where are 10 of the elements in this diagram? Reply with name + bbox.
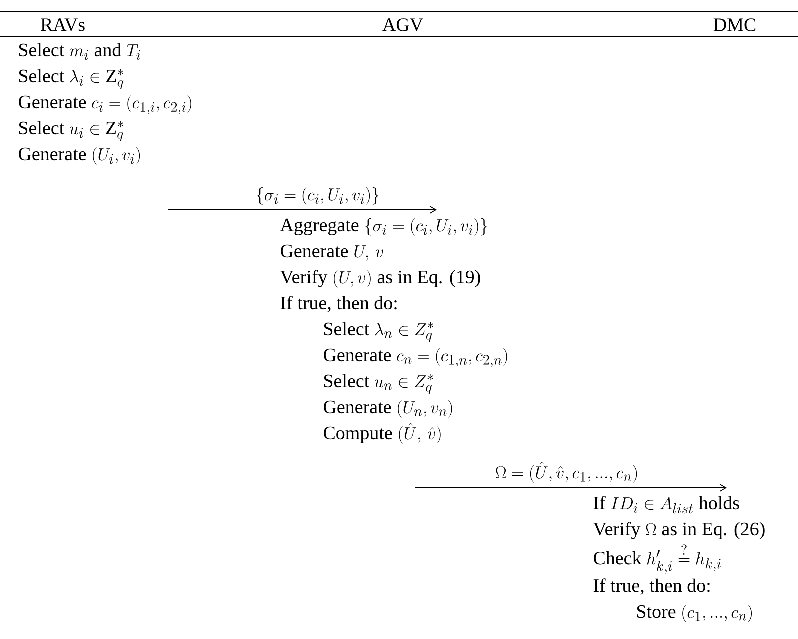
arrow	[414, 484, 727, 492]
column-header: RAVs	[41, 18, 85, 32]
column-header: DMC	[714, 18, 756, 32]
edge-label: $\Omega = (\hat{U}, \hat{v}, c_1, ..., c_n)$	[494, 461, 640, 484]
step-list: $\text{Select } m_i \text{ and } T_i$ $\text{Select } \lambda_i \in \mathrm{Z}_q^*$ $\text{Generate } c_i = (c_{1,i}, c_{2,i})$ $\text{Select } u_i \in \mathrm{Z}_q^*$ $\text{Generate } (U_i, v_i)$	[19, 43, 192, 165]
step-list: $\text{If } ID_i \in A_{list} \text{ holds}$ $\text{Verify } \Omega \text{ as in Eq. (26)}$ $\text{Check } h'_{k,i} \stackrel{?}{=} h_{k,i}$ $\text{If true, then do:}$ $\text{Store } (c_1, ..., c_n)$	[593, 496, 765, 622]
step-list: $\text{Aggregate } \{\sigma_i = (c_i, U_i, v_i)\}$ $\text{Generate } U,\, v$ $\text{Verify } (U, v) \text{ as in Eq. (19)}$ $\text{If true, then do:}$ $\text{Select } \lambda_n \in Z_q^*$ $\text{Generate } c_n = (c_{1,n}, c_{2,n})$ $\text{Select } u_n \in Z_q^*$ $\text{Generate } (U_n, v_n)$ $\text{Compute } (\hat{U},\, \hat{v})$	[280, 218, 508, 444]
arrow	[168, 206, 437, 214]
edge-label: $\{\sigma_i = (c_i, U_i, v_i)\}$	[254, 186, 382, 206]
column-header: AGV	[382, 18, 424, 32]
